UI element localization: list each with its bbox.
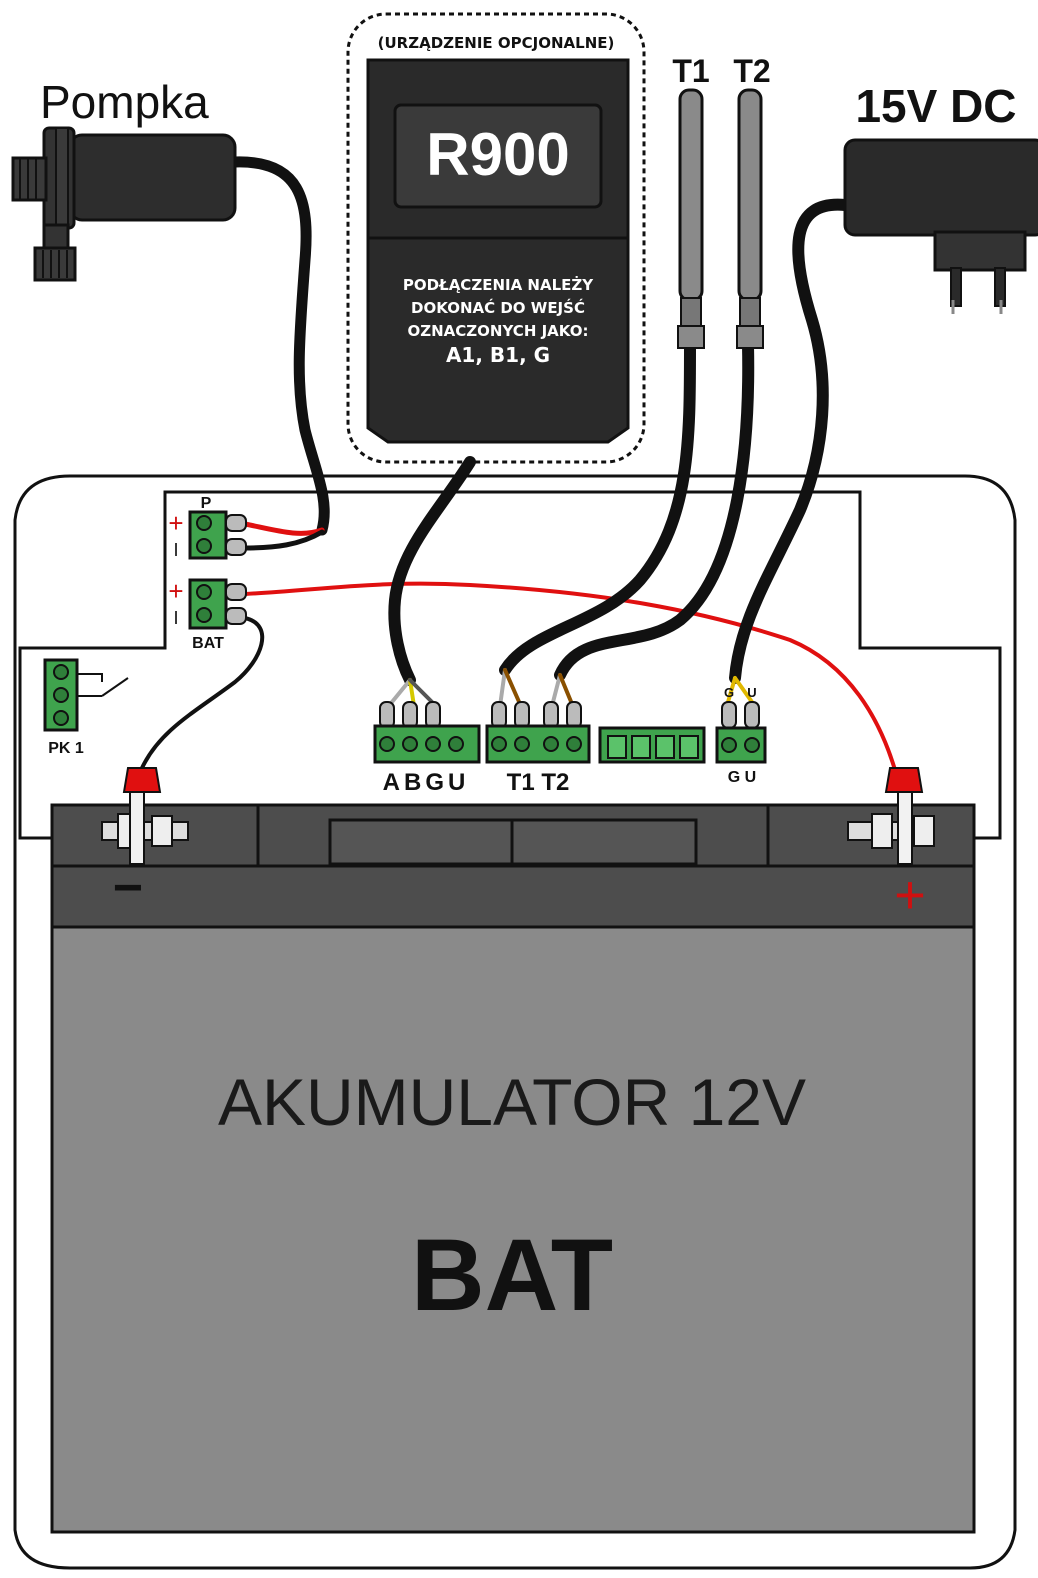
terminal-abgu-label: ABGU: [383, 769, 470, 796]
pump-label: Pompka: [40, 76, 209, 128]
r900-note-line4: A1, B1, G: [446, 343, 550, 367]
r900-note-line3: OZNACZONYCH JAKO:: [408, 322, 589, 340]
terminal-bat-minus: I: [173, 608, 178, 628]
terminal-block-t1t2: [485, 701, 591, 764]
terminal-p: [188, 510, 247, 560]
r900-module: R900 PODŁĄCZENIA NALEŻY DOKONAĆ DO WEJŚĆ…: [366, 58, 630, 444]
negative-clamp-cap: [122, 767, 162, 793]
terminal-block-abgu: [373, 701, 481, 764]
battery-minus-sign: −: [113, 859, 143, 917]
terminal-bat: [188, 578, 247, 630]
battery-terminal-positive: [847, 789, 935, 865]
terminal-gu-label: G U: [728, 769, 756, 786]
battery: AKUMULATOR 12V BAT − +: [50, 803, 976, 1534]
r900-note-line2: DOKONAĆ DO WEJŚĆ: [411, 298, 585, 317]
terminal-gu: [715, 701, 767, 764]
terminal-p-minus: I: [173, 540, 178, 560]
probe-t2-label: T2: [733, 53, 770, 89]
probe-t1-label: T1: [672, 53, 709, 89]
optional-device-frame: [346, 12, 646, 464]
wires: [140, 156, 897, 772]
battery-code: BAT: [411, 1218, 613, 1332]
wire-u-tag: U: [747, 685, 756, 700]
terminal-t1t2-label: T1 T2: [507, 769, 570, 796]
terminal-pk1-label: PK 1: [48, 740, 84, 757]
positive-clamp-cap: [884, 767, 924, 793]
temperature-probe-t2: [736, 88, 764, 349]
terminal-pk1: [43, 658, 129, 732]
optional-device-label: (URZĄDZENIE OPCJONALNE): [378, 34, 615, 52]
battery-title: AKUMULATOR 12V: [218, 1065, 806, 1139]
terminal-p-plus: +: [168, 508, 183, 538]
pump-icon: [11, 126, 237, 282]
power-adapter-icon: [843, 138, 1038, 314]
pcb-outline: [18, 490, 1002, 840]
terminal-bat-label: BAT: [192, 635, 224, 652]
r900-title: R900: [426, 121, 569, 188]
r900-note-line1: PODŁĄCZENIA NALEŻY: [403, 275, 594, 294]
temperature-probe-t1: [677, 88, 705, 349]
terminal-bat-plus: +: [168, 576, 183, 606]
battery-body: [50, 925, 976, 1534]
connector-4pin: [598, 726, 706, 764]
wire-g-tag: G: [724, 685, 734, 700]
power-supply-label: 15V DC: [855, 80, 1016, 132]
battery-plus-sign: +: [894, 865, 926, 925]
terminal-p-label: P: [201, 495, 212, 512]
